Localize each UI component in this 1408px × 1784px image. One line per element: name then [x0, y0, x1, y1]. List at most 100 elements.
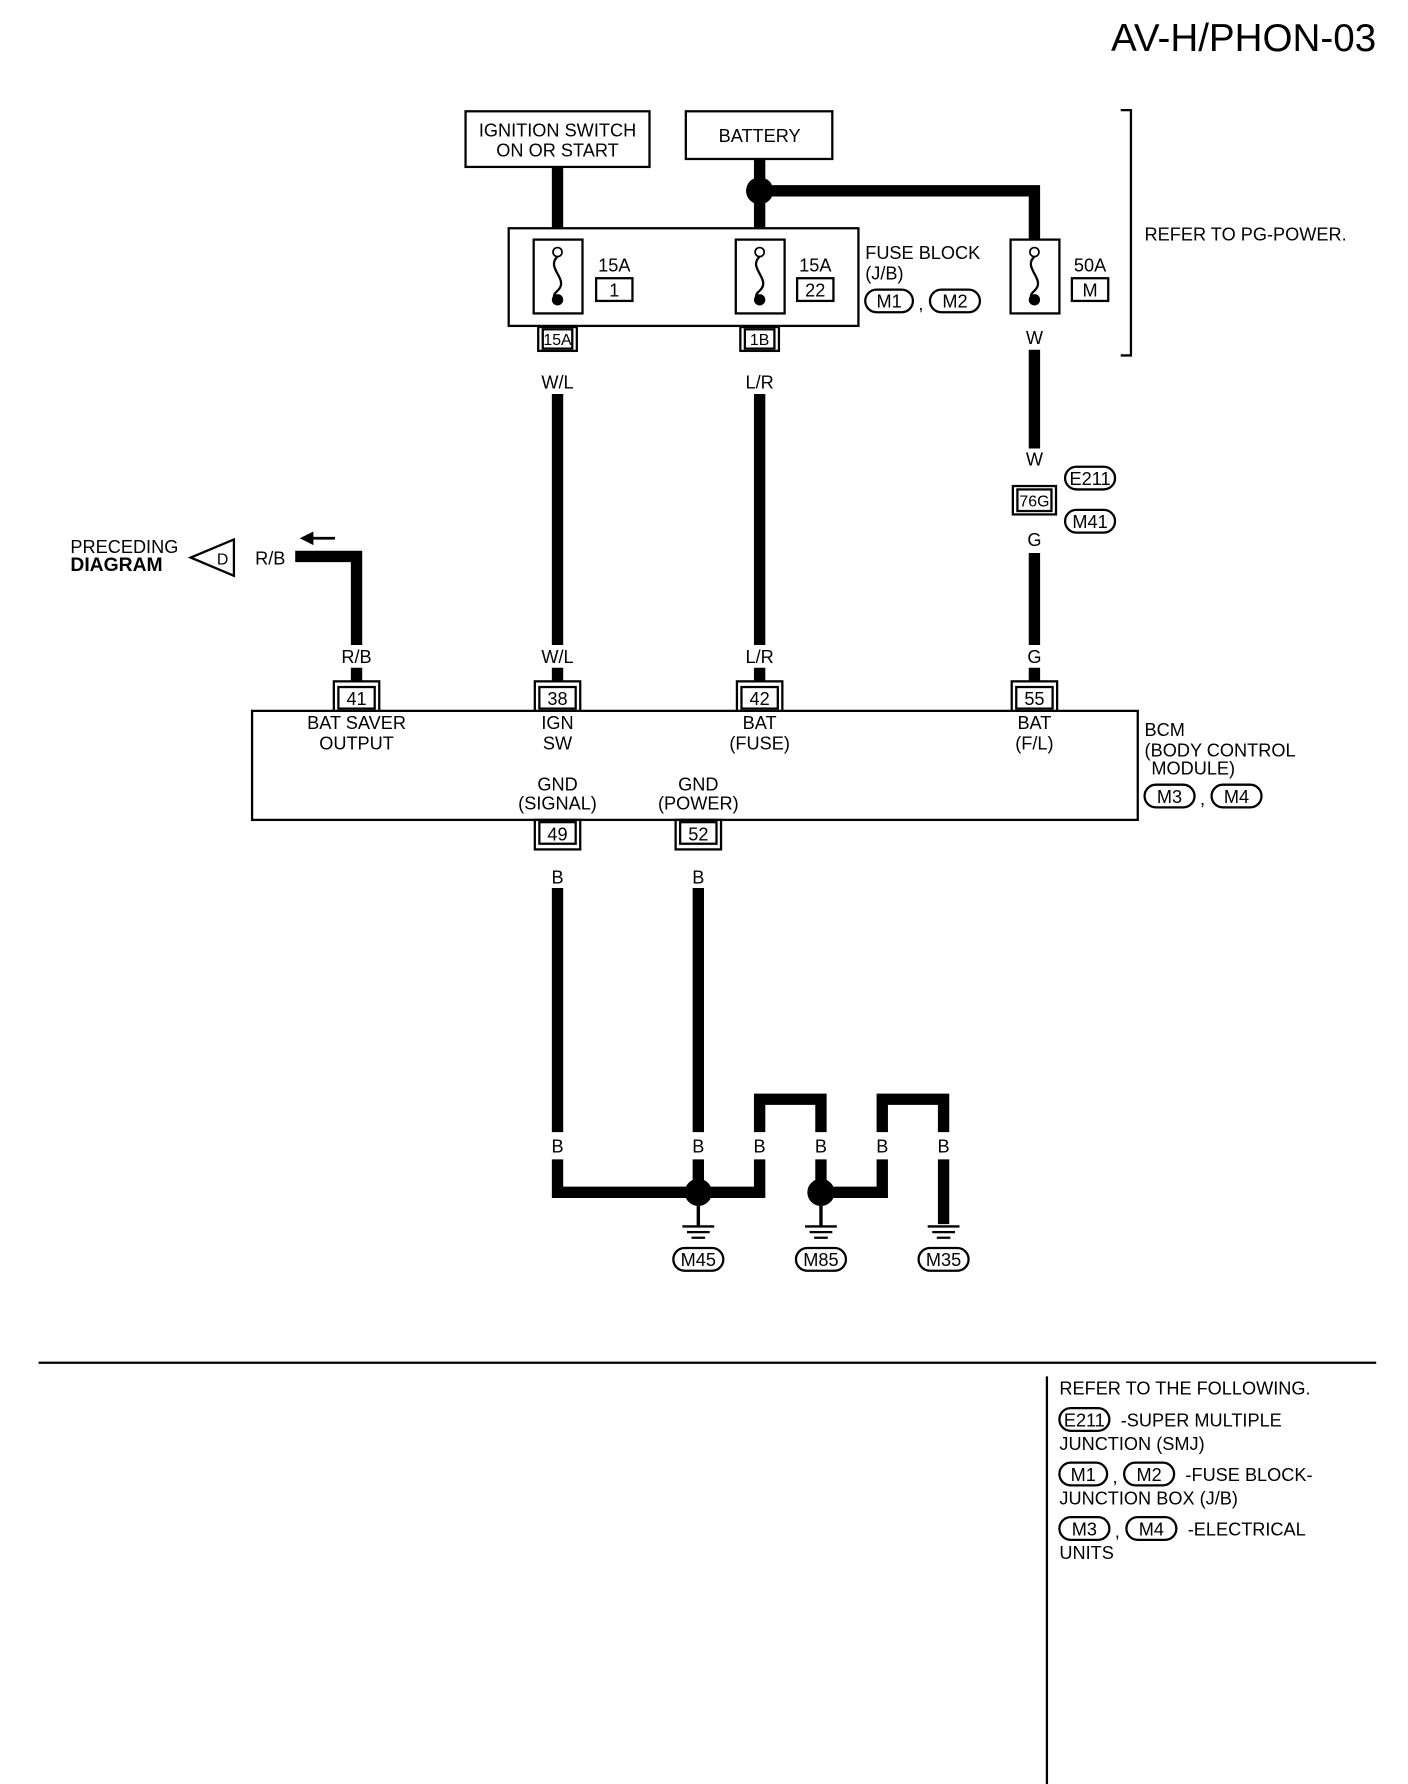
bcm-pin-42-num: 42 — [750, 689, 770, 709]
bcm-pin-55-l2: (F/L) — [1015, 733, 1053, 753]
preceding-wire-label: R/B — [255, 548, 285, 568]
bcm-title-line-3: MODULE) — [1151, 758, 1235, 778]
page-code: AV-H/PHON-03 — [1111, 17, 1376, 60]
connector-m2: M2 — [942, 292, 967, 312]
bcm-pin-41-num: 41 — [346, 689, 366, 709]
legend-m3: M3 — [1072, 1519, 1097, 1539]
terminal-1b: 1B — [739, 325, 781, 353]
ignition-line-2: ON OR START — [496, 141, 618, 161]
battery-box: BATTERY — [684, 110, 834, 161]
legend-m3m4-l1: -ELECTRICAL — [1188, 1519, 1306, 1539]
preceding-tag: D — [217, 551, 228, 568]
fuse-22-number: 22 — [805, 280, 825, 300]
legend-m1m2-sep: , — [1113, 1467, 1118, 1487]
legend-m2-pill — [1122, 1461, 1176, 1487]
connector-m4-pill — [1210, 783, 1263, 809]
ground-junction-m45 — [684, 1178, 712, 1206]
bcm-title-line-2: (BODY CONTROL — [1145, 740, 1296, 760]
bcm-connector-sep: , — [1200, 789, 1205, 809]
connector-m4: M4 — [1224, 787, 1249, 807]
wire-rb — [295, 550, 363, 646]
terminal-15a-label: 15A — [543, 332, 572, 349]
ignition-switch-box: IGNITION SWITCH ON OR START — [464, 110, 651, 169]
legend-m1-pill — [1058, 1461, 1109, 1487]
wire-stubs-top — [350, 667, 1041, 682]
terminal-1b-label: 1B — [750, 332, 769, 349]
bcm-title: BCM — [1145, 720, 1185, 740]
wire-label-b-52: B — [692, 867, 704, 887]
smj-pin: 76G — [1019, 493, 1049, 510]
fuse-22-amp: 15A — [799, 255, 832, 275]
fuse-1-number: 1 — [609, 280, 619, 300]
bcm-pin-49-num: 49 — [547, 824, 567, 844]
bcm-pin-42: 42 BAT (FUSE) — [729, 680, 790, 753]
wire-label-b-1: B — [551, 1137, 563, 1157]
wire-label-w-top: W — [1026, 328, 1044, 348]
bcm-pin-49-l1: GND — [537, 774, 577, 794]
legend-m1m2-l1: -FUSE BLOCK- — [1185, 1465, 1312, 1485]
legend-e211-conn: E211 — [1064, 1410, 1105, 1430]
bcm-pin-42-l1: BAT — [743, 713, 777, 733]
connector-m1: M1 — [876, 292, 901, 312]
ground-symbol-m85: M85 — [794, 1205, 848, 1272]
legend-m2: M2 — [1136, 1465, 1161, 1485]
preceding-arrow-tag — [187, 537, 236, 578]
preceding-line-2: DIAGRAM — [70, 555, 162, 576]
connector-e211-pill — [1063, 465, 1117, 491]
legend: REFER TO THE FOLLOWING. E211 -SUPER MULT… — [1058, 1378, 1313, 1563]
bcm-pin-52-l1: GND — [678, 774, 718, 794]
wire-b-loop-1 — [753, 1093, 827, 1133]
wire-label-b-2: B — [692, 1137, 704, 1157]
legend-heading: REFER TO THE FOLLOWING. — [1059, 1378, 1310, 1398]
wire-label-lr-top: L/R — [746, 372, 774, 392]
bcm-pin-49-l2: (SIGNAL) — [518, 794, 597, 814]
pg-power-bracket — [1120, 109, 1133, 357]
bcm-pin-41-l1: BAT SAVER — [307, 713, 406, 733]
fuse-1: 15A 1 — [532, 238, 634, 315]
connector-m41-pill — [1063, 508, 1117, 534]
wire-b-loop-1-to-m45 — [698, 1159, 766, 1199]
fuse-block-title: FUSE BLOCK — [865, 243, 980, 263]
preceding-line-1: PRECEDING — [70, 537, 178, 557]
wire-label-rb-bcm: R/B — [341, 647, 371, 667]
wire-b-loop-2-to-m85 — [820, 1159, 888, 1199]
direction-arrow-head — [299, 531, 314, 546]
fuse-1-amp: 15A — [598, 255, 631, 275]
terminal-15a: 15A — [537, 325, 578, 353]
battery-label: BATTERY — [719, 126, 801, 146]
fusible-link-m: 50A M — [1009, 238, 1110, 315]
legend-m4: M4 — [1139, 1519, 1164, 1539]
bcm-pin-55: 55 BAT (F/L) — [1010, 680, 1059, 753]
ground-label-m35: M35 — [926, 1250, 961, 1270]
ground-label-m45: M45 — [681, 1250, 716, 1270]
bcm-pin-49: 49 — [533, 818, 582, 851]
connector-m1-pill — [864, 288, 915, 314]
bcm-pin-52: 52 — [674, 818, 723, 851]
bcm-pin-38-num: 38 — [547, 689, 567, 709]
bcm-pin-55-num: 55 — [1024, 689, 1044, 709]
wire-label-wl-top: W/L — [541, 372, 573, 392]
bcm-pin-41-l2: OUTPUT — [319, 733, 394, 753]
ground-junction-m85 — [807, 1178, 835, 1206]
ground-symbol-m35: M35 — [917, 1225, 970, 1272]
bcm-pin-41: 41 BAT SAVER OUTPUT — [307, 680, 406, 753]
bcm-box — [250, 709, 1139, 822]
connector-m2-pill — [928, 288, 982, 314]
connector-m3: M3 — [1157, 787, 1182, 807]
wire-label-b-4: B — [815, 1137, 827, 1157]
ground-symbol-m45: M45 — [672, 1205, 725, 1272]
wire-label-wl-bcm: W/L — [541, 647, 573, 667]
wire-label-lr-bcm: L/R — [746, 647, 774, 667]
fusible-link-amp: 50A — [1074, 255, 1107, 275]
legend-m3m4-l2: UNITS — [1059, 1543, 1113, 1563]
wire-label-b-3: B — [754, 1137, 766, 1157]
refer-pg-power: REFER TO PG-POWER. — [1145, 225, 1347, 245]
connector-sep: , — [918, 294, 923, 314]
wire-label-b-5: B — [876, 1137, 888, 1157]
legend-e211-l2: JUNCTION (SMJ) — [1059, 1434, 1204, 1454]
connector-e211: E211 — [1070, 469, 1111, 489]
wire-battery-to-fusible-link — [759, 185, 1041, 245]
wire-b-49-to-m45 — [551, 1159, 699, 1199]
connector-m3-pill — [1143, 783, 1196, 809]
